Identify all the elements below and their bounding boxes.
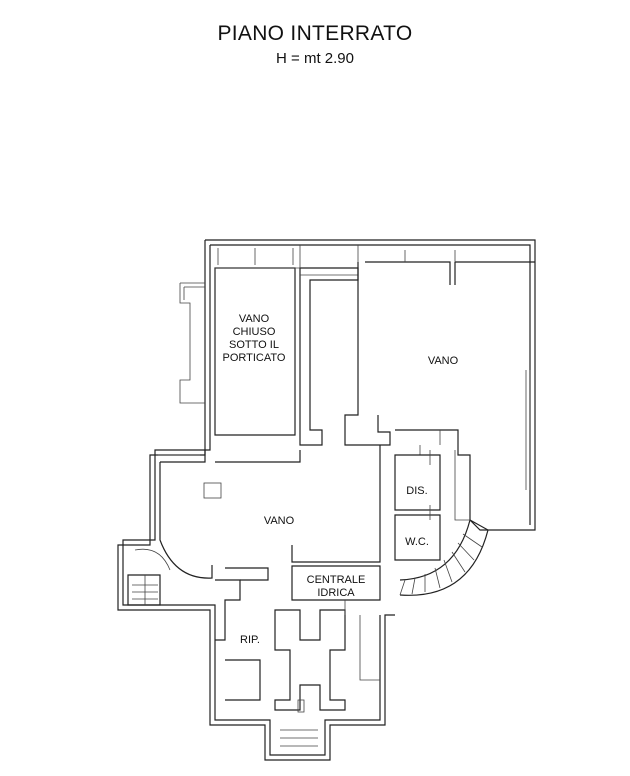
label-dis: DIS. xyxy=(406,485,427,497)
left-stair xyxy=(127,574,161,606)
label-vano-right: VANO xyxy=(428,355,459,367)
room-vano-chiuso-walls xyxy=(214,248,300,436)
label-centrale-1: CENTRALE xyxy=(307,574,366,586)
label-vano-chiuso-4: PORTICATO xyxy=(223,352,286,364)
label-vano-center: VANO xyxy=(264,515,295,527)
label-vano-chiuso-3: SOTTO IL xyxy=(229,339,279,351)
label-vano-chiuso-1: VANO xyxy=(239,313,270,325)
label-centrale-2: IDRICA xyxy=(317,587,355,599)
label-rip: RIP. xyxy=(240,634,260,646)
service-rooms xyxy=(394,450,441,561)
outer-walls xyxy=(117,239,536,761)
label-vano-chiuso-2: CHIUSO xyxy=(233,326,276,338)
label-wc: W.C. xyxy=(405,536,429,548)
portico-bays xyxy=(179,282,205,404)
room-vano-right-walls xyxy=(344,250,535,490)
room-vano-center-walls xyxy=(134,445,381,579)
lower-block-walls xyxy=(215,565,381,747)
spiral-stair xyxy=(399,450,489,596)
height-note: H = mt 2.90 xyxy=(276,50,354,67)
plan-title: PIANO INTERRATO xyxy=(217,22,413,45)
room-labels: VANO CHIUSO SOTTO IL PORTICATO VANO VANO… xyxy=(223,313,459,646)
